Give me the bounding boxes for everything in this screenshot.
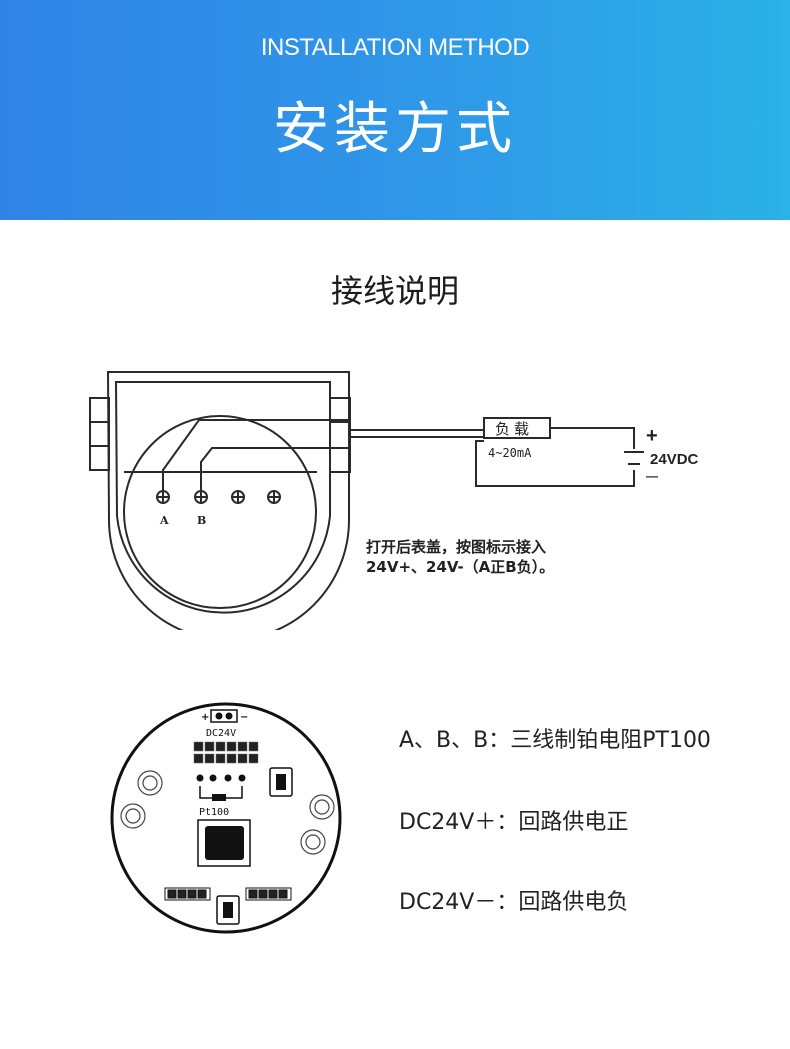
terminal-cover-circle	[123, 415, 317, 609]
power-connector	[210, 709, 238, 723]
bottom-right-connector	[245, 887, 292, 901]
terminal-a-screw	[156, 490, 170, 504]
housing-inner-outline	[114, 381, 331, 614]
mounting-holes	[120, 770, 335, 855]
wire-b	[200, 447, 350, 497]
header-title-en: INSTALLATION METHOD	[260, 34, 530, 61]
section-title: 接线说明	[330, 272, 459, 310]
circuit-loop	[475, 427, 635, 487]
sensor-pads	[196, 774, 246, 782]
terminal-4-screw	[267, 490, 281, 504]
current-label: 4~20mA	[488, 446, 532, 460]
board-outline	[110, 702, 342, 934]
supply-plus-label: +	[646, 425, 658, 447]
terminal-b-screw	[194, 490, 208, 504]
terminal-b-label: B	[197, 514, 206, 527]
wiring-note-line2: 24V+、24V-（A正B负）。	[366, 558, 554, 576]
legend-item-dc-negative: DC24V－：回路供电负	[399, 890, 629, 915]
housing-outline	[106, 371, 350, 630]
pin-header-grid	[193, 741, 259, 764]
wiring-diagram: A B 负载 4~20mA + 24VDC — 打开后表盖，按图标示接入 24V…	[89, 371, 699, 630]
load-label: 负载	[495, 420, 533, 438]
wire-a	[162, 419, 350, 497]
board-dc-label: DC24V	[206, 728, 236, 739]
terminal-3-screw	[231, 490, 245, 504]
board-polarity-plus: +	[201, 712, 209, 723]
legend-item-pt100: A、B、B：三线制铂电阻PT100	[399, 728, 711, 753]
board-pt100-label: Pt100	[199, 807, 229, 818]
supply-minus-label: —	[646, 469, 658, 483]
right-cable-gland	[329, 397, 351, 473]
board-polarity-minus: −	[240, 712, 248, 723]
main-ic	[205, 826, 244, 860]
left-cable-gland	[89, 397, 110, 471]
supply-voltage-label: 24VDC	[650, 451, 699, 468]
pt100-chip	[212, 794, 226, 801]
wiring-note-line1: 打开后表盖，按图标示接入	[366, 538, 546, 556]
bottom-left-connector	[164, 887, 211, 901]
terminal-a-label: A	[159, 514, 169, 527]
header-title-zh: 安装方式	[273, 97, 517, 162]
circuit-board: + − DC24V Pt100	[110, 702, 342, 934]
header-banner: INSTALLATION METHOD 安装方式	[0, 0, 790, 220]
legend-item-dc-positive: DC24V＋：回路供电正	[399, 810, 629, 835]
